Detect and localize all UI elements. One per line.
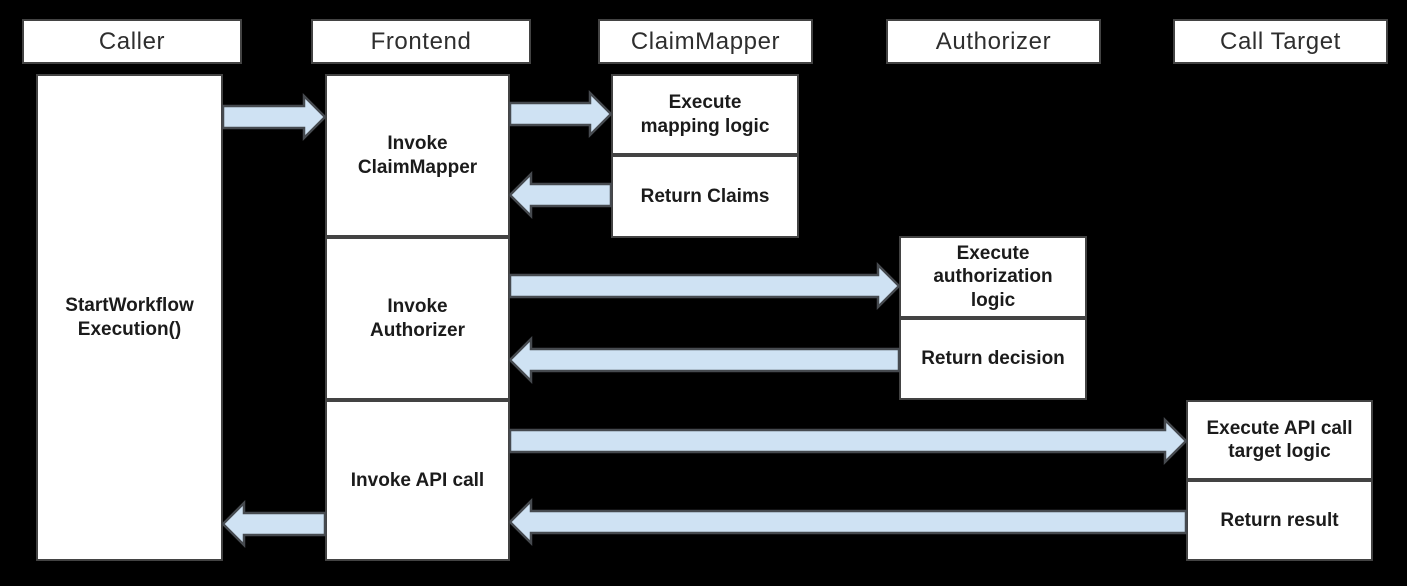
authorizer-return-decision: Return decision <box>899 318 1087 400</box>
calltarget-execute-api-call-target-logic: Execute API call target logic <box>1186 400 1373 480</box>
actor-header-calltarget: Call Target <box>1173 19 1388 64</box>
authorizer-return-decision-label: Return decision <box>921 348 1065 370</box>
frontend-invoke-claimmapper-label: Invoke ClaimMapper <box>357 133 478 178</box>
arrow-frontend-to-caller <box>221 499 327 549</box>
actor-header-claimmapper-label: ClaimMapper <box>630 27 781 55</box>
frontend-invoke-claimmapper: Invoke ClaimMapper <box>325 74 510 237</box>
claimmapper-return-claims-label: Return Claims <box>640 185 770 207</box>
arrow-claimmapper-to-frontend <box>508 170 613 220</box>
caller-start-workflow-execution-label: StartWorkflow Execution() <box>65 295 194 340</box>
arrow-frontend-to-claimmapper <box>508 89 613 139</box>
authorizer-execute-authorization-logic-label: Execute authorization logic <box>933 243 1053 311</box>
actor-header-caller: Caller <box>22 19 242 64</box>
caller-start-workflow-execution: StartWorkflow Execution() <box>36 74 223 561</box>
actor-header-calltarget-label: Call Target <box>1220 27 1341 55</box>
actor-header-frontend: Frontend <box>311 19 531 64</box>
claimmapper-execute-mapping-logic: Execute mapping logic <box>611 74 799 155</box>
actor-header-claimmapper: ClaimMapper <box>598 19 813 64</box>
arrow-frontend-to-authorizer <box>508 261 901 311</box>
frontend-invoke-authorizer: Invoke Authorizer <box>325 237 510 400</box>
claimmapper-return-claims: Return Claims <box>611 155 799 238</box>
frontend-invoke-authorizer-label: Invoke Authorizer <box>370 296 465 341</box>
authorizer-execute-authorization-logic: Execute authorization logic <box>899 236 1087 318</box>
actor-header-caller-label: Caller <box>98 27 166 55</box>
claimmapper-execute-mapping-logic-label: Execute mapping logic <box>640 92 770 137</box>
actor-header-frontend-label: Frontend <box>370 27 472 55</box>
frontend-invoke-api-call-label: Invoke API call <box>350 469 485 491</box>
actor-header-authorizer: Authorizer <box>886 19 1101 64</box>
arrow-calltarget-to-frontend <box>508 497 1188 547</box>
arrow-caller-to-frontend <box>221 92 327 142</box>
frontend-invoke-api-call: Invoke API call <box>325 400 510 561</box>
arrow-frontend-to-calltarget <box>508 416 1188 466</box>
calltarget-return-result-label: Return result <box>1220 509 1339 531</box>
actor-header-authorizer-label: Authorizer <box>935 27 1052 55</box>
calltarget-execute-api-call-target-logic-label: Execute API call target logic <box>1206 417 1353 462</box>
arrow-authorizer-to-frontend <box>508 335 901 385</box>
calltarget-return-result: Return result <box>1186 480 1373 561</box>
